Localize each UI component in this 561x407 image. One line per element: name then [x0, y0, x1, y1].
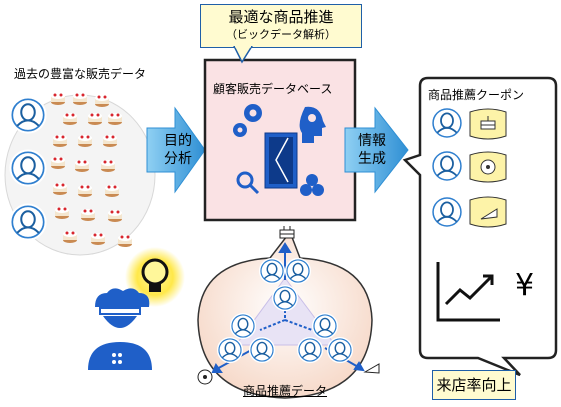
database-label: 顧客販売データベース	[213, 82, 333, 96]
top-callout: 最適な商品推進 （ビックデータ解析）	[200, 4, 362, 48]
customer-icon	[430, 195, 464, 229]
generation-arrow	[344, 106, 409, 194]
yen-symbol: ¥	[515, 268, 535, 303]
coupon-card-icon	[469, 196, 507, 228]
top-callout-title: 最適な商品推進	[228, 8, 334, 26]
analysis-arrow-label: 目的 分析	[158, 132, 198, 168]
server-icon	[264, 132, 298, 189]
chef-icon	[88, 288, 152, 370]
customer-icon	[9, 96, 47, 134]
circles-icon	[300, 174, 324, 196]
analysis-arrow	[146, 106, 206, 194]
customer-icon	[430, 149, 464, 183]
past-sales-label: 過去の豊富な販売データ	[14, 67, 147, 81]
analysis-arrow-line2: 分析	[164, 151, 192, 167]
gear-icon	[233, 104, 262, 137]
coupon-card-icon	[469, 151, 507, 183]
top-callout-subtitle: （ビックデータ解析）	[226, 28, 336, 41]
brain-head-icon	[299, 106, 326, 143]
recommend-label: 商品推薦データ	[243, 384, 328, 398]
coupon-label: 商品推薦クーポン	[428, 88, 525, 102]
customer-icon	[9, 203, 47, 241]
generation-arrow-line1: 情報	[358, 133, 386, 149]
cake-slice-icon	[363, 363, 380, 374]
donut-icon	[197, 369, 213, 385]
customer-icon	[430, 106, 464, 140]
analysis-arrow-line1: 目的	[164, 133, 192, 149]
callout-pointer	[233, 46, 253, 64]
generation-arrow-label: 情報 生成	[352, 132, 392, 168]
light-bulb-icon	[125, 247, 185, 307]
customer-icon	[9, 149, 47, 187]
search-icon	[236, 171, 260, 195]
growth-chart-icon	[436, 262, 500, 322]
generation-arrow-line2: 生成	[358, 151, 386, 167]
store-visit-callout: 来店率向上	[432, 370, 516, 400]
cake-icon	[279, 226, 295, 239]
store-visit-label: 来店率向上	[436, 376, 512, 394]
coupon-card-icon	[469, 108, 507, 140]
